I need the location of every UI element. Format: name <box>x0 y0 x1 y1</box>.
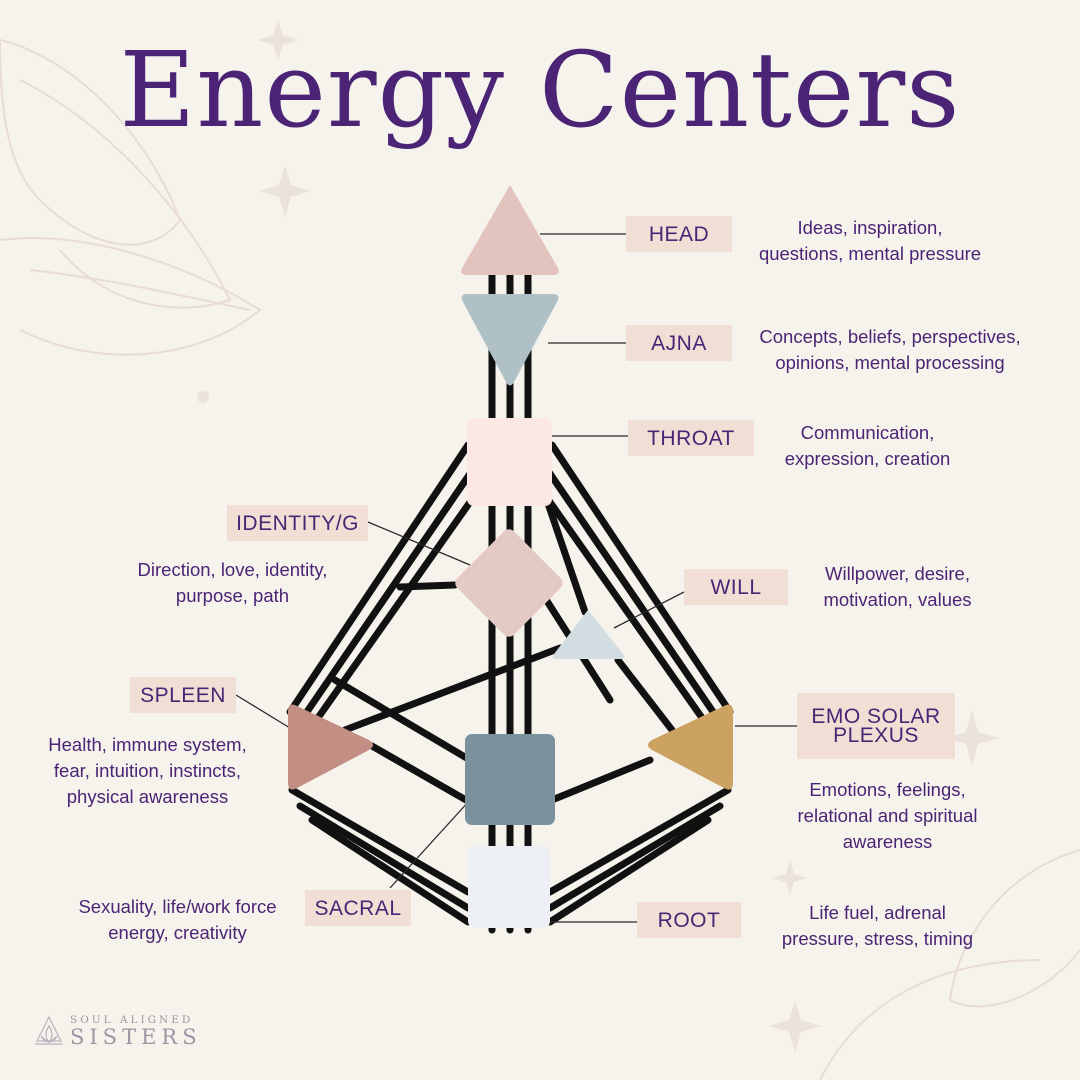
sacral-center-square <box>465 734 555 825</box>
identity-g-description: Direction, love, identity, purpose, path <box>137 559 328 606</box>
brand-name-bottom: SISTERS <box>70 1025 202 1049</box>
channel-line <box>529 474 716 736</box>
ajna-description: Concepts, beliefs, perspectives, opinion… <box>759 326 1021 373</box>
channel-line <box>304 474 491 736</box>
head-center-triangle <box>461 185 559 275</box>
channel-line <box>538 458 724 726</box>
connector-line <box>235 694 291 729</box>
sacral-description: Sexuality, life/work force energy, creat… <box>78 896 277 943</box>
sacral-label: SACRAL <box>305 890 411 926</box>
spleen-description: Health, immune system, fear, intuition, … <box>48 734 247 807</box>
throat-description: Communication, expression, creation <box>784 422 951 469</box>
label-connector-lines <box>235 233 797 923</box>
background-decoration <box>0 38 1080 1080</box>
channel-line <box>546 786 732 896</box>
root-description: Life fuel, adrenal pressure, stress, tim… <box>781 902 974 949</box>
lotus-logo-icon <box>35 1015 63 1045</box>
root-center-square <box>468 846 550 928</box>
channel-line <box>614 656 676 734</box>
brand-name-top: SOUL ALIGNED <box>70 1014 194 1026</box>
brand-logo: SOUL ALIGNED SISTERS <box>32 1014 222 1048</box>
channel-line <box>546 816 712 926</box>
emo-solar-plexus-label: EMO SOLAR PLEXUS <box>797 693 955 759</box>
connector-line <box>367 521 471 566</box>
channel-line <box>296 802 472 912</box>
will-label: WILL <box>684 569 788 605</box>
spleen-label: SPLEEN <box>130 677 236 713</box>
throat-label: THROAT <box>628 420 754 456</box>
emo-solar-plexus-center-triangle <box>648 704 733 790</box>
channel-line <box>341 644 564 734</box>
throat-center-square <box>467 418 552 506</box>
head-description: Ideas, inspiration, questions, mental pr… <box>758 217 982 264</box>
emo-solar-plexus-description: Emotions, feelings, relational and spiri… <box>797 779 978 852</box>
channel-line <box>548 441 734 716</box>
channel-line <box>548 756 654 804</box>
connector-line <box>613 591 685 629</box>
root-label: ROOT <box>637 902 741 938</box>
channel-line <box>286 441 472 716</box>
will-center-triangle <box>552 610 625 659</box>
channel-line <box>396 581 459 591</box>
ajna-center-triangle <box>461 294 559 386</box>
channel-line <box>296 458 482 726</box>
connector-line <box>389 799 471 889</box>
head-label: HEAD <box>626 216 732 252</box>
channel-line <box>368 742 470 804</box>
spleen-center-triangle <box>288 704 373 790</box>
identity-g-label: IDENTITY/G <box>227 505 368 541</box>
will-description: Willpower, desire, motivation, values <box>823 563 972 610</box>
sparkle-decorations <box>197 20 1000 1052</box>
channel-line <box>288 786 472 896</box>
identity-g-center-diamond <box>455 529 563 637</box>
channel-line <box>308 816 472 926</box>
channel-line <box>546 802 724 912</box>
page-title: Energy Centers <box>119 29 961 151</box>
channel-line <box>331 676 474 764</box>
ajna-label: AJNA <box>626 325 732 361</box>
